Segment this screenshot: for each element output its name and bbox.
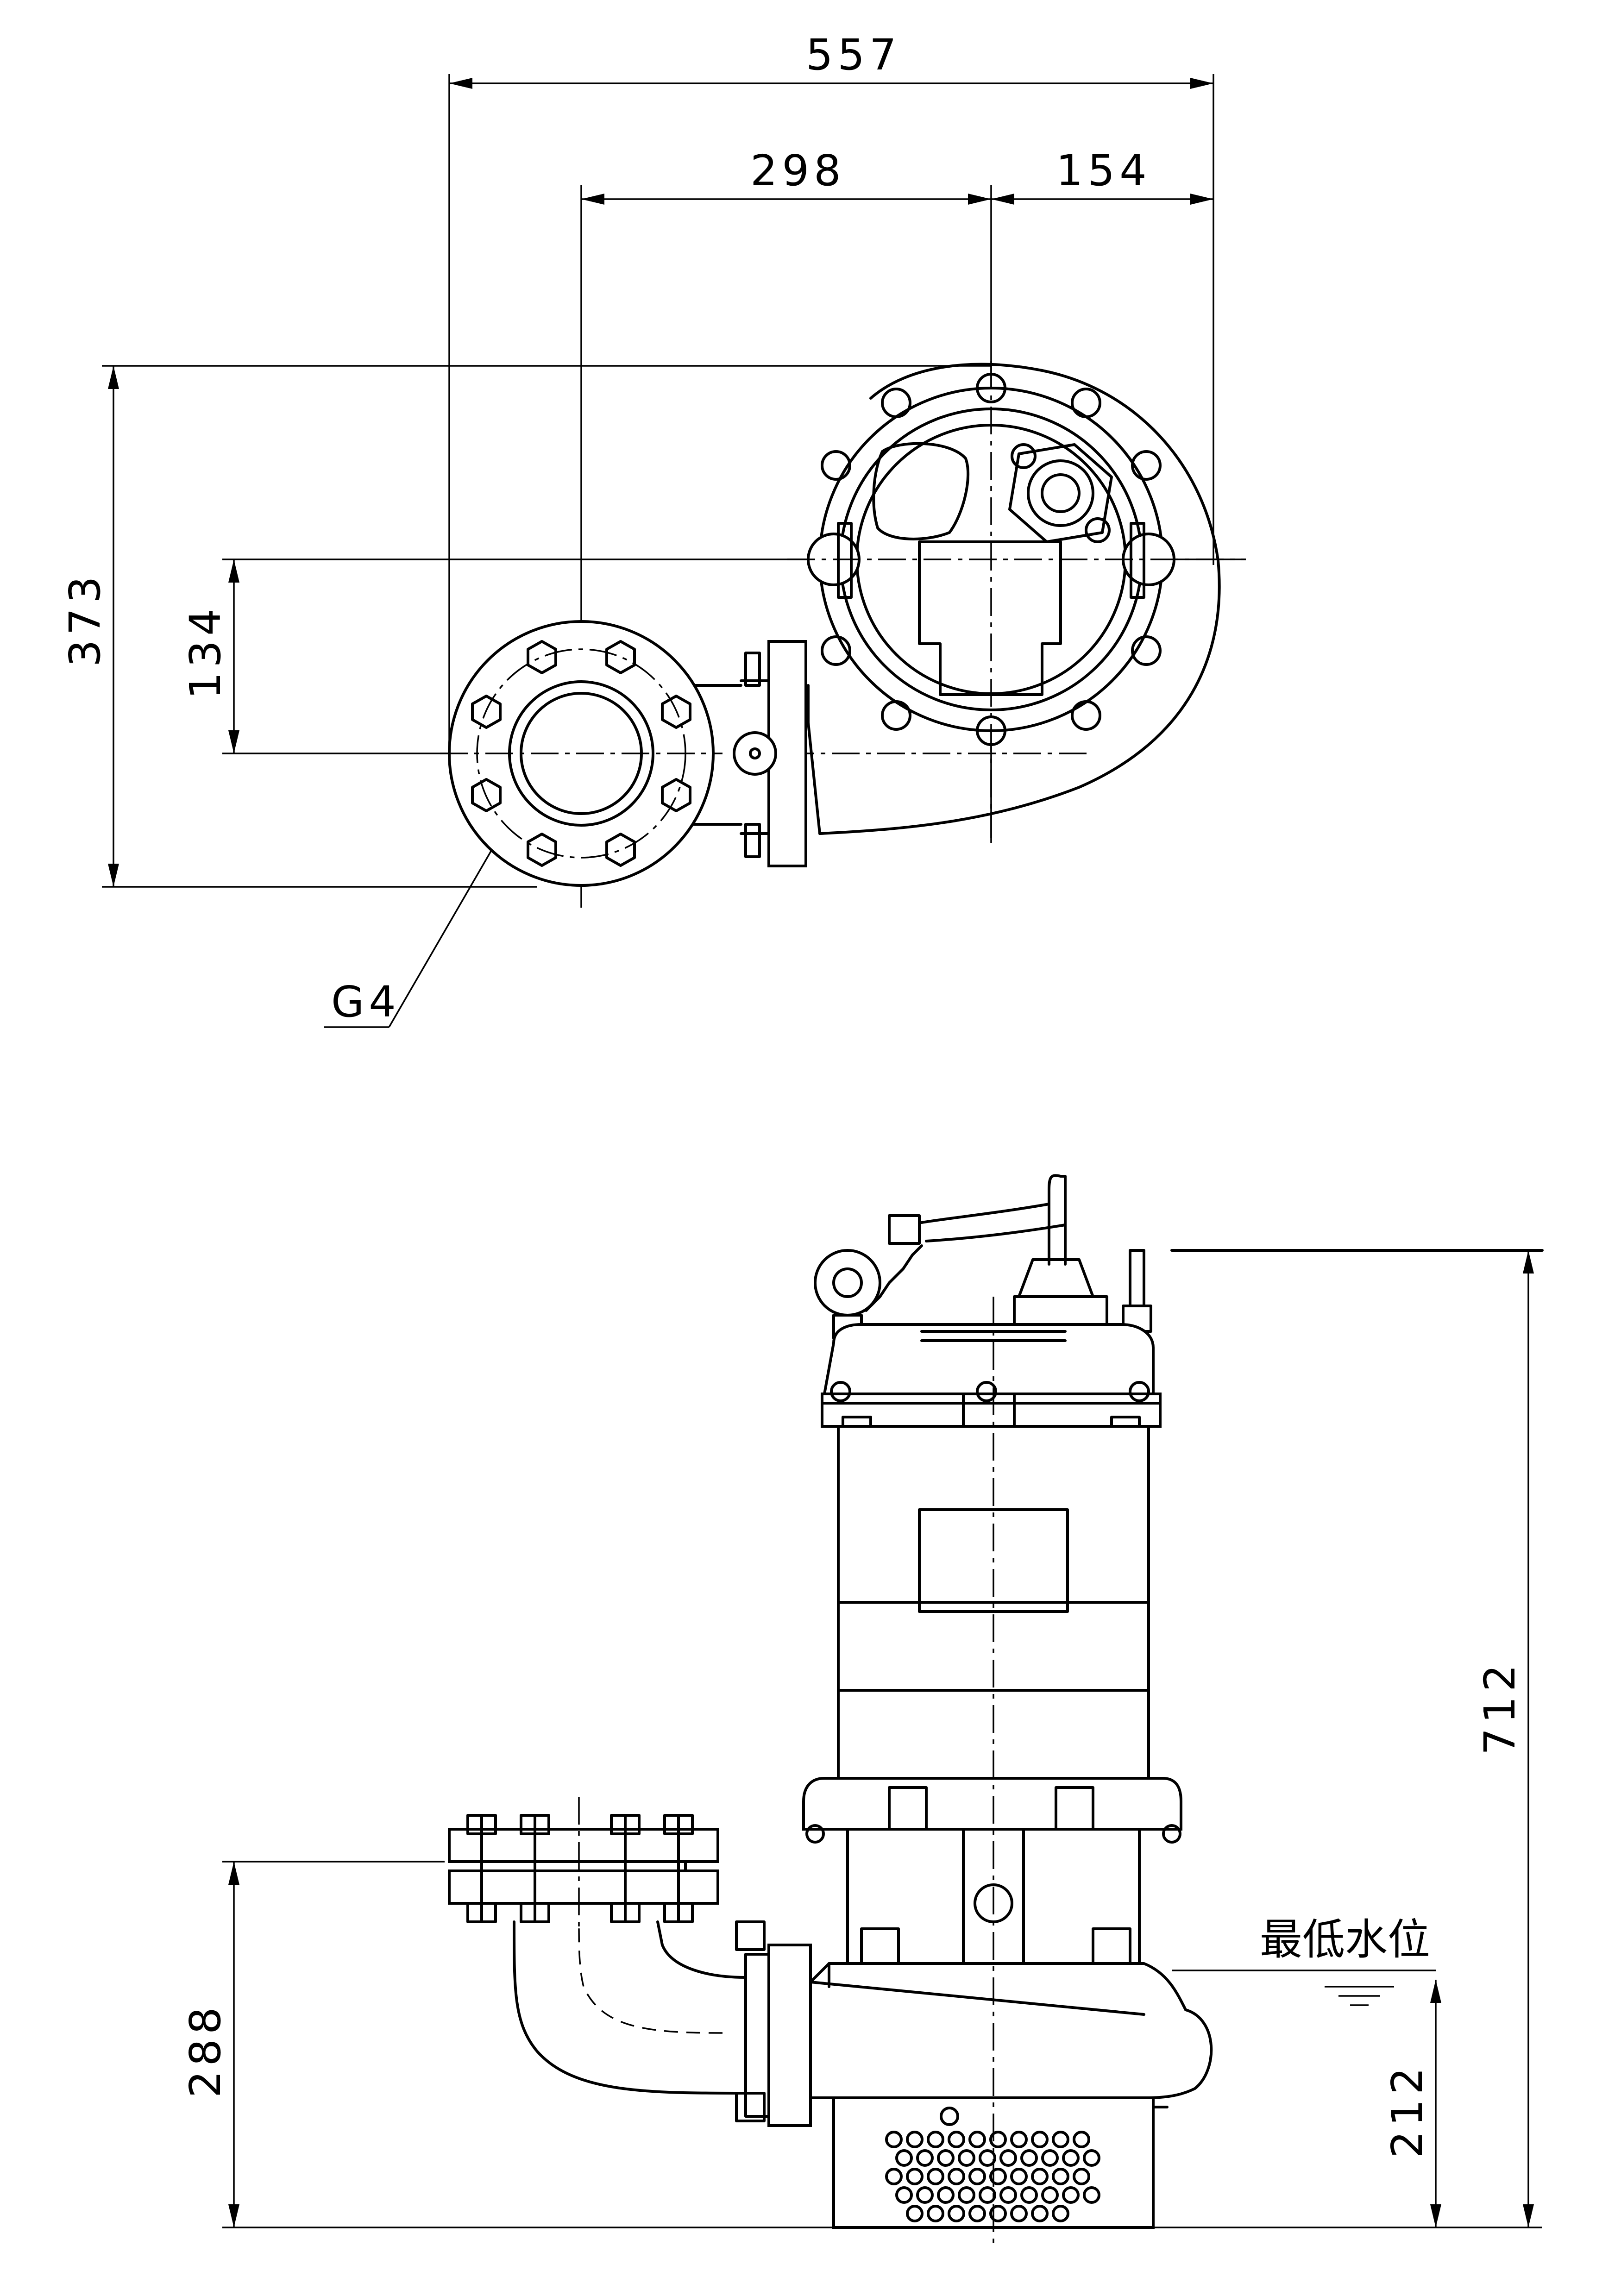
dim-712: 712 (1475, 1660, 1525, 1755)
dim-288: 288 (181, 2002, 230, 2098)
label-min-water-level: 最低水位 (1260, 1915, 1430, 1964)
top-cover (918, 540, 1062, 696)
side-view: 712 212 288 最低水位 (181, 1174, 1544, 2246)
volute-side (809, 1962, 1213, 2099)
elbow-bolts (466, 1814, 694, 1923)
dim-373: 373 (60, 571, 110, 667)
discharge-elbow (513, 1920, 747, 2095)
dim-212: 212 (1382, 2063, 1432, 2158)
label-g4: G4 (331, 977, 401, 1027)
strainer-holes (885, 2131, 1100, 2222)
discharge-connection (767, 1944, 812, 2127)
dim-154: 154 (1056, 146, 1151, 195)
dim-557: 557 (806, 30, 901, 80)
terminal-box (1008, 443, 1113, 543)
nameplate (918, 1508, 1069, 1613)
dim-134: 134 (181, 604, 230, 699)
volute-outline (818, 363, 1221, 835)
motor-top-cover (823, 1323, 1155, 1395)
top-view: 557 298 154 373 134 G4 (60, 30, 1246, 1028)
power-cable (1048, 1174, 1067, 1266)
discharge-flange (440, 620, 723, 887)
cable-gland-cover (872, 442, 970, 540)
dim-298: 298 (750, 146, 846, 195)
